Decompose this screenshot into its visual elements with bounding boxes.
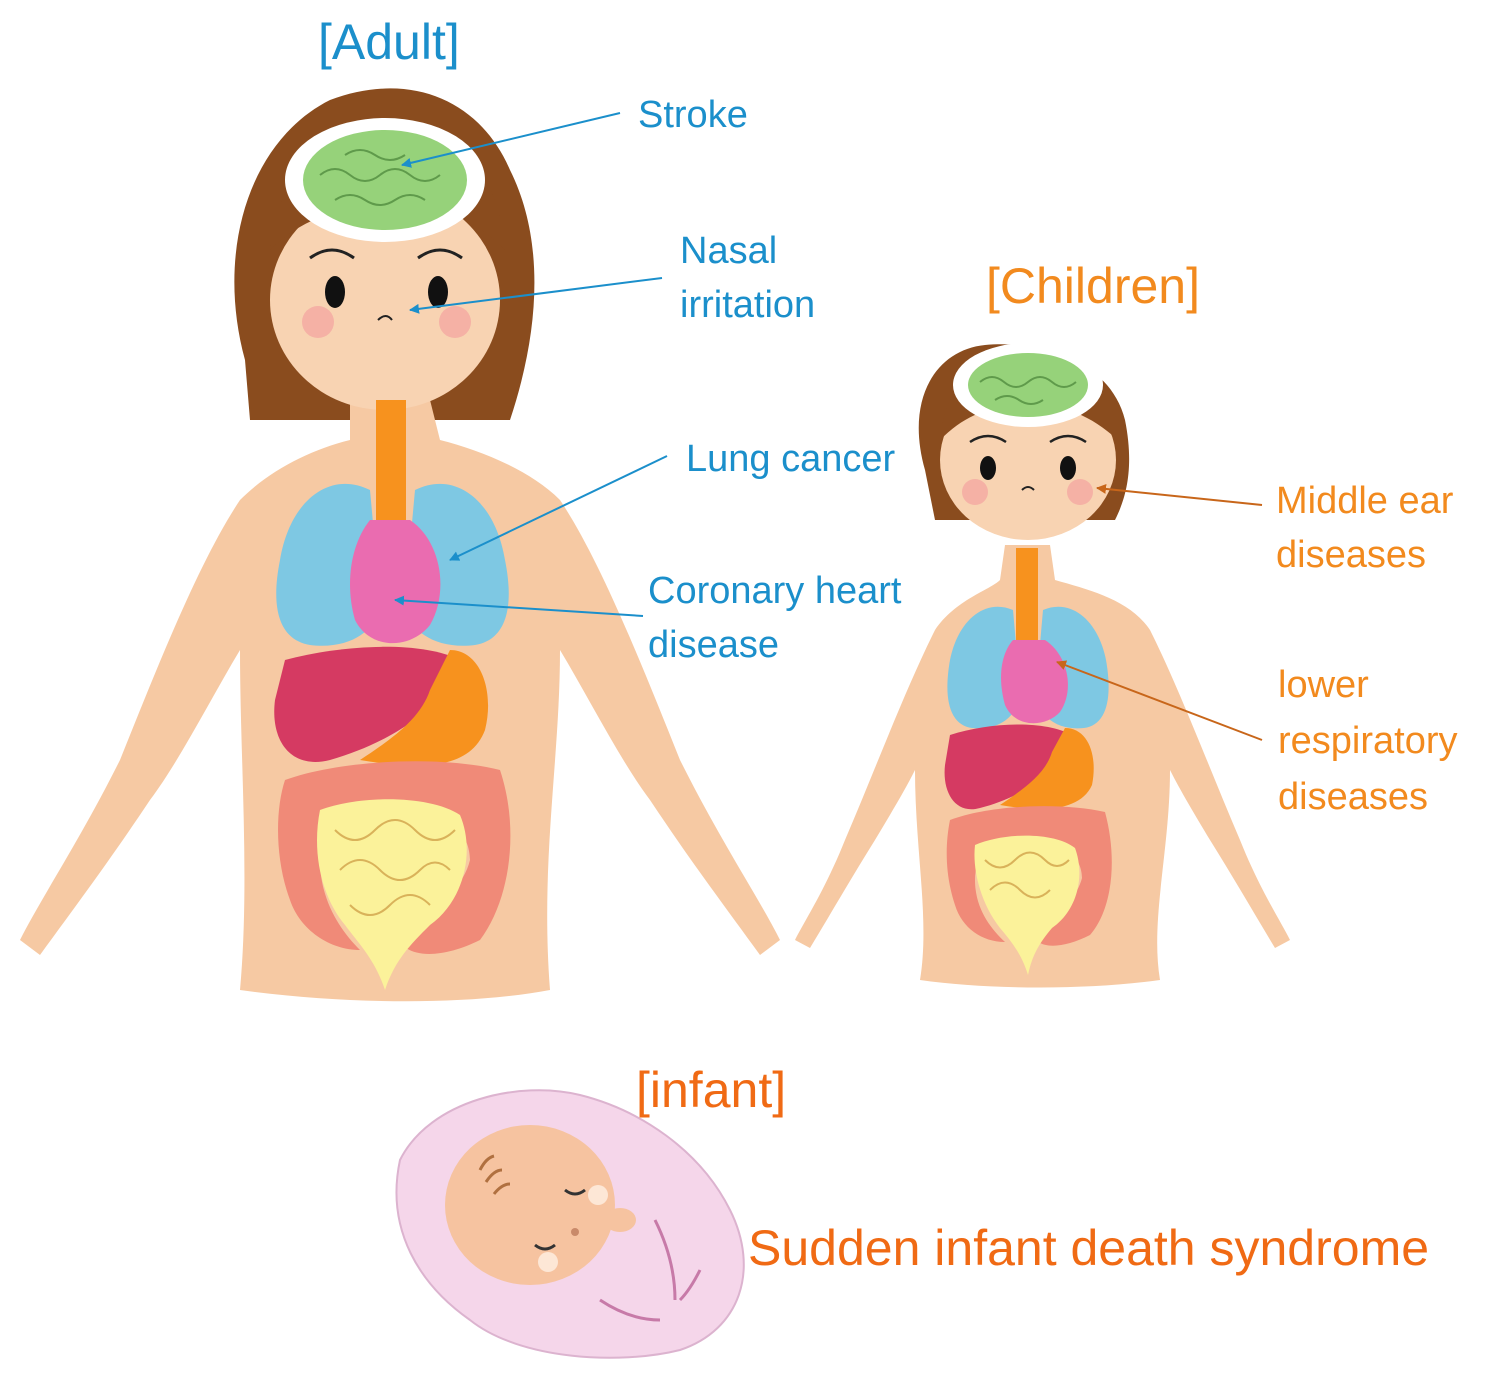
label-resp-line1: lower — [1278, 664, 1369, 707]
adult-figure — [20, 88, 780, 1001]
label-nasal-line1: Nasal — [680, 230, 777, 273]
label-resp-line3: diseases — [1278, 776, 1428, 819]
label-heart-line1: Coronary heart — [648, 570, 901, 613]
label-resp-line2: respiratory — [1278, 720, 1458, 763]
child-trachea — [1016, 548, 1038, 648]
adult-heading: [Adult] — [318, 14, 460, 70]
label-sids: Sudden infant death syndrome — [748, 1220, 1429, 1276]
label-heart-line2: disease — [648, 624, 779, 667]
label-ear-line2: diseases — [1276, 534, 1426, 577]
label-nasal-line2: irritation — [680, 284, 815, 327]
infant-head — [445, 1125, 615, 1285]
label-stroke: Stroke — [638, 94, 748, 137]
children-heading: [Children] — [986, 258, 1200, 314]
adult-brain — [303, 130, 467, 230]
label-ear-line1: Middle ear — [1276, 480, 1453, 523]
adult-heart — [350, 520, 440, 643]
label-lung-cancer: Lung cancer — [686, 438, 895, 481]
infant-figure — [396, 1090, 743, 1358]
infant-heading: [infant] — [636, 1062, 786, 1118]
